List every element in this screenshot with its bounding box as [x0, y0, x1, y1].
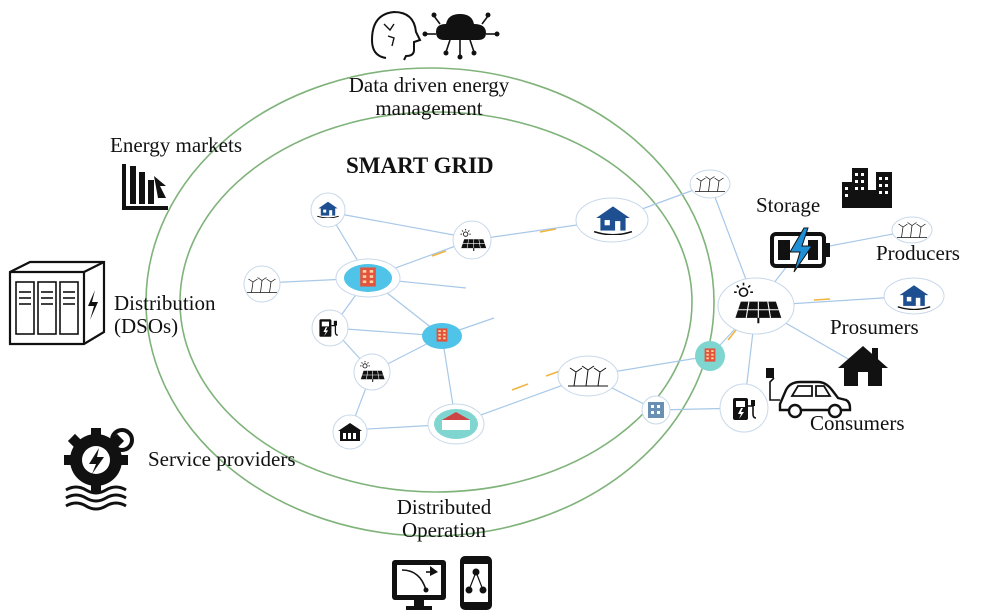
node-ev-left	[311, 309, 349, 347]
node-hub-factory	[427, 403, 485, 445]
node-building-right	[695, 341, 725, 371]
bar-chart-down-icon	[122, 164, 168, 210]
storage-label: Storage	[756, 193, 821, 217]
smartphone-network-icon	[460, 556, 492, 610]
node-solar-lower	[353, 353, 391, 391]
distributed-operation-label: Distributed Operation	[374, 496, 514, 542]
distribution-line1: Distribution	[114, 291, 216, 315]
node-turbine-center	[557, 355, 619, 397]
node-hub-second	[422, 323, 462, 349]
inner-ring	[179, 111, 693, 493]
data-driven-line2: management	[375, 96, 483, 120]
node-turbine-left	[243, 265, 281, 303]
prosumers-label: Prosumers	[830, 315, 919, 339]
brain-icon	[370, 10, 422, 61]
buildings-icon	[842, 168, 892, 208]
consumers-label: Consumers	[810, 411, 905, 435]
node-house-prosumer	[575, 197, 649, 243]
node-turbine-top-right	[689, 169, 731, 199]
node-house-bottom	[332, 414, 368, 450]
monitor-network-icon	[392, 560, 446, 610]
distribution-label: Distribution (DSOs)	[114, 292, 216, 338]
flow-arrows	[431, 228, 831, 391]
node-solar-center	[452, 220, 492, 260]
node-house-prosumers	[883, 277, 945, 315]
distributed-line1: Distributed	[396, 495, 492, 519]
node-hub-main	[335, 258, 401, 298]
distributed-line2: Operation	[402, 518, 486, 542]
service-providers-label: Service providers	[148, 447, 296, 471]
electric-car-icon	[766, 368, 852, 419]
producers-label: Producers	[876, 241, 960, 265]
outer-ring	[145, 67, 715, 537]
cloud-network-icon	[422, 12, 500, 60]
battery-icon	[770, 227, 830, 273]
data-driven-line1: Data driven energy	[348, 73, 510, 97]
house-icon	[838, 346, 888, 386]
node-turbine-producers	[891, 216, 933, 244]
gear-lightning-icon	[64, 428, 134, 511]
node-building-small	[641, 395, 671, 425]
distribution-line2: (DSOs)	[114, 314, 179, 338]
node-ev-right	[719, 383, 769, 433]
node-house-top	[310, 192, 346, 228]
substation-cabinet-icon	[8, 260, 106, 346]
energy-markets-label: Energy markets	[110, 133, 242, 157]
data-driven-label: Data driven energy management	[324, 74, 534, 120]
smart-grid-title: SMART GRID	[346, 153, 494, 178]
node-solar-right	[717, 277, 795, 335]
